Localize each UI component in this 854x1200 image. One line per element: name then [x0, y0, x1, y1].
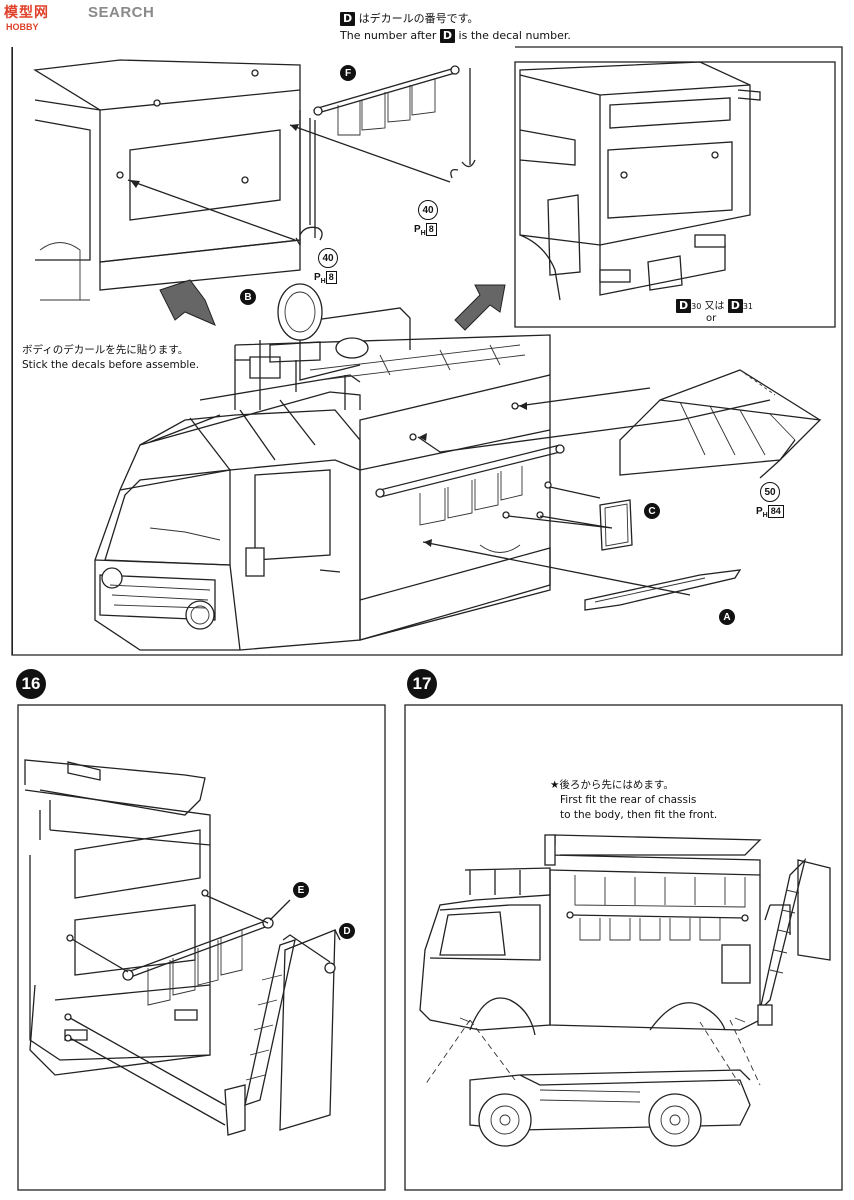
chassis-fit-note-ja: ★後ろから先にはめます。 — [550, 779, 674, 791]
part-number-badge: 40 — [418, 200, 438, 220]
chassis-fit-note-en1: First fit the rear of chassis — [560, 794, 697, 806]
decal-badge: D — [676, 299, 692, 313]
chassis-fit-note: ★後ろから先にはめます。 First fit the rear of chass… — [550, 778, 717, 823]
decal-note-en-after: is the decal number. — [458, 29, 571, 42]
site-logo[interactable]: 模型网 SEARCH HOBBY — [0, 0, 180, 40]
decal-note-en-before: The number after — [340, 29, 437, 42]
chassis-fit-note-en2: to the body, then fit the front. — [560, 809, 718, 821]
logo-sub: HOBBY — [6, 22, 39, 32]
part-label-f: F — [340, 65, 356, 81]
decal-or-ja: 又は — [704, 301, 725, 312]
decal-badge-inline: D — [439, 29, 456, 43]
logo-search-text: SEARCH — [88, 4, 155, 21]
step-number-17: 17 — [407, 669, 437, 699]
decal-number-a: 30 — [691, 302, 702, 311]
decal-note: D はデカールの番号です。 The number after D is the … — [340, 10, 571, 44]
step-number-16: 16 — [16, 669, 46, 699]
logo-brand: 模型网 — [4, 4, 49, 20]
part-number-badge: 40 — [318, 248, 338, 268]
decal-or-en: or — [706, 313, 717, 324]
part-label-c: C — [644, 503, 660, 519]
part-number-badge: 50 — [760, 482, 780, 502]
part-label-b: B — [240, 289, 256, 305]
decal-first-note: ボディのデカールを先に貼ります。 Stick the decals before… — [22, 343, 199, 373]
part-label-d: D — [339, 923, 355, 939]
decal-first-note-en: Stick the decals before assemble. — [22, 359, 200, 371]
part-label-e: E — [293, 882, 309, 898]
decal-badge: D — [340, 12, 356, 26]
decal-number-b: 31 — [742, 302, 754, 311]
main-assembly-panel — [12, 47, 843, 655]
decal-note-ja: はデカールの番号です。 — [358, 12, 479, 25]
part-label-a: A — [719, 609, 735, 625]
decal-badge: D — [727, 299, 743, 313]
decal-first-note-ja: ボディのデカールを先に貼ります。 — [22, 344, 189, 356]
